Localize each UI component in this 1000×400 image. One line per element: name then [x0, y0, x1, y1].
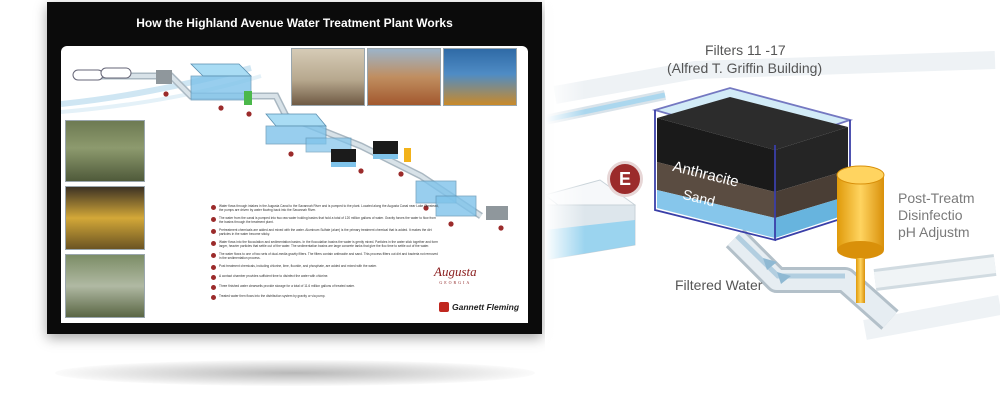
- step-item: Post treatment chemicals, including chlo…: [211, 264, 439, 270]
- photo-aerial-plant: [65, 254, 145, 318]
- flocculation-basin: [265, 113, 327, 127]
- photo-plant-interior: [291, 48, 365, 106]
- filter-tank: [651, 87, 854, 242]
- gannett-fleming-logo: Gannett Fleming: [439, 302, 519, 312]
- step-marker-icon: [211, 265, 216, 270]
- poster: How the Highland Avenue Water Treatment …: [47, 2, 542, 334]
- step-marker-icon: [211, 253, 216, 258]
- photo-equipment: [443, 48, 517, 106]
- filtered-water-label: Filtered Water: [675, 277, 763, 293]
- step-item: Pretreatment chemicals are added and mix…: [211, 228, 439, 236]
- filter-title-line2: (Alfred T. Griffin Building): [667, 60, 823, 76]
- pump-icon: [156, 70, 172, 84]
- step-marker-icon: [211, 217, 216, 222]
- intake-pipe: [72, 69, 104, 81]
- process-diagram: [61, 63, 508, 231]
- step-item: A contact chamber provides sufficient ti…: [211, 274, 439, 280]
- poster-title: How the Highland Avenue Water Treatment …: [136, 16, 453, 30]
- side-label-line2: Disinfectio: [898, 207, 963, 223]
- step-item: The water flows to one of two sets of du…: [211, 252, 439, 260]
- step-marker-icon: [211, 205, 216, 210]
- post-treatment-cylinder: [836, 165, 885, 303]
- augusta-logo: Augusta GEORGIA: [434, 264, 477, 285]
- filter-title-line1: Filters 11 -17: [705, 42, 786, 58]
- side-label-line3: pH Adjustm: [898, 224, 970, 240]
- step-marker-icon: [211, 229, 216, 234]
- photo-pipe-gallery: [65, 186, 145, 250]
- steps-list: Water flows through intakes in the Augus…: [211, 204, 439, 304]
- gannett-fleming-mark-icon: [439, 302, 449, 312]
- poster-shadow: [55, 360, 535, 386]
- holding-basin: [190, 63, 252, 77]
- step-marker-icon: [211, 241, 216, 246]
- step-e-marker: E: [607, 161, 643, 197]
- augusta-logo-sub: GEORGIA: [439, 280, 472, 285]
- step-item: Water flows into the flocculation and se…: [211, 240, 439, 248]
- step-marker-icon: [211, 295, 216, 300]
- step-marker-icon: [211, 275, 216, 280]
- photo-construction: [367, 48, 441, 106]
- photo-aerial-basins: [65, 120, 145, 182]
- step-item: The water from the canal is pumped into …: [211, 216, 439, 224]
- filtered-water-pipe: [725, 228, 899, 330]
- step-item: Treated water then flows into the distri…: [211, 294, 439, 300]
- filter-block: [331, 149, 356, 162]
- step-marker-icon: [211, 285, 216, 290]
- filter-detail-zoom: Filters 11 -17 (Alfred T. Griffin Buildi…: [545, 0, 1000, 400]
- side-label-line1: Post-Treatm: [898, 190, 975, 206]
- chemical-tank-icon: [244, 91, 252, 105]
- step-item: Water flows through intakes in the Augus…: [211, 204, 439, 212]
- distribution-pump-icon: [486, 206, 508, 220]
- filter-detail-drawing: [545, 0, 1000, 400]
- step-item: Three finished water clearwells provide …: [211, 284, 439, 290]
- poster-panel: Water flows through intakes in the Augus…: [61, 46, 528, 323]
